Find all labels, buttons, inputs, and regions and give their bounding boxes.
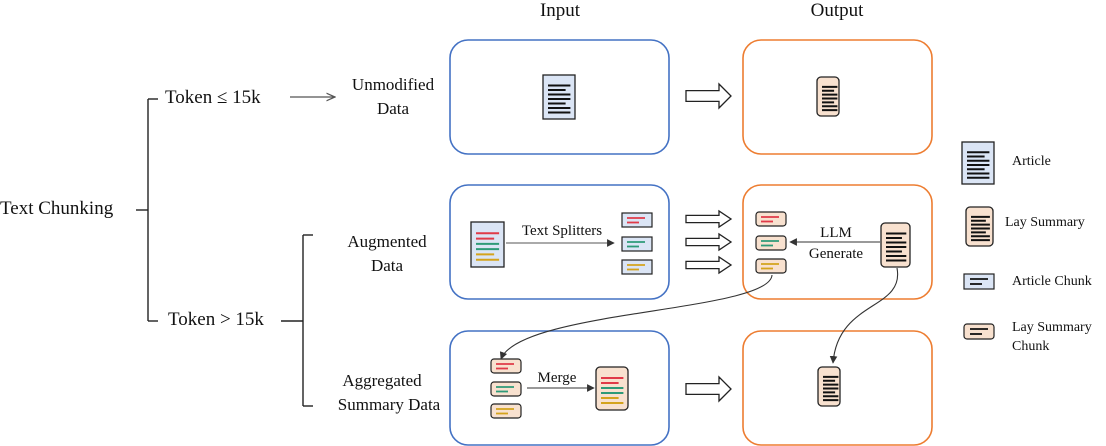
output-panel-aggregated [742,330,933,446]
article-chunk-green [621,236,653,252]
aggregated-label-line1: Aggregated [342,371,422,390]
input-header: Input [539,0,581,21]
tree-bracket-main [136,98,158,322]
summary-doc-icon-aggregated [817,366,841,407]
legend-lay-summary-label: Lay Summary [1005,215,1085,230]
merge-chunk-green [490,381,522,397]
llm-label: LLM [820,225,852,241]
unmodified-label-line2: Data [376,99,410,118]
article-chunk-yellow [621,259,653,275]
chunk-to-merge-curve [499,274,773,360]
summary-to-output-curve [829,267,899,364]
icon-layer [470,74,995,419]
summary-doc-icon-unmodified [816,76,840,117]
article-doc-icon-augmented [470,221,505,268]
text-chunking-label: Text Chunking [0,198,114,219]
augmented-label-line2: Data [370,256,404,275]
summary-doc-icon-augmented [880,222,911,268]
article-chunk-red [621,212,653,228]
row1-block-arrow [685,82,732,110]
block-arrows [685,82,733,403]
row2-block-arrow-3 [685,255,733,275]
output-panel-unmodified [742,39,933,155]
merge-label: Merge [537,370,577,386]
input-panel-aggregated [449,330,670,446]
legend-lay-summary-chunk-line1: Lay Summary [1012,320,1092,335]
tree-bracket-long [281,234,313,407]
input-panel-augmented [449,184,670,300]
aggregated-label-line2: Summary Data [337,395,441,414]
generate-label: Generate [808,246,864,262]
text-splitters-label: Text Splitters [521,223,603,239]
article-doc-icon-unmodified [542,74,576,120]
summary-chunk-red [755,211,787,227]
output-panel-augmented [742,184,933,300]
unmodified-label-line1: Unmodified [351,75,435,94]
output-header: Output [810,0,864,21]
legend-lay-summary-icon [965,206,994,247]
row2-block-arrow-1 [685,209,733,229]
legend-article-chunk-icon [963,273,995,290]
summary-chunk-yellow [755,258,787,274]
augmented-label-line1: Augmented [347,232,427,251]
row3-block-arrow [685,375,732,403]
legend-lay-summary-chunk-line2: Chunk [1012,339,1050,354]
legend-lay-summary-chunk-icon [963,323,995,340]
long-branch-label: Token > 15k [168,309,264,330]
legend-article-chunk-label: Article Chunk [1012,274,1092,289]
short-branch-label: Token ≤ 15k [165,87,261,108]
merge-chunk-yellow [490,403,522,419]
summary-chunk-green [755,235,787,251]
legend-article-icon [961,141,995,185]
row2-block-arrow-2 [685,232,733,252]
legend-article-label: Article [1012,154,1051,169]
input-panel-unmodified [449,39,670,155]
merge-chunk-red [490,358,522,374]
merged-summary-doc-icon [595,366,629,411]
